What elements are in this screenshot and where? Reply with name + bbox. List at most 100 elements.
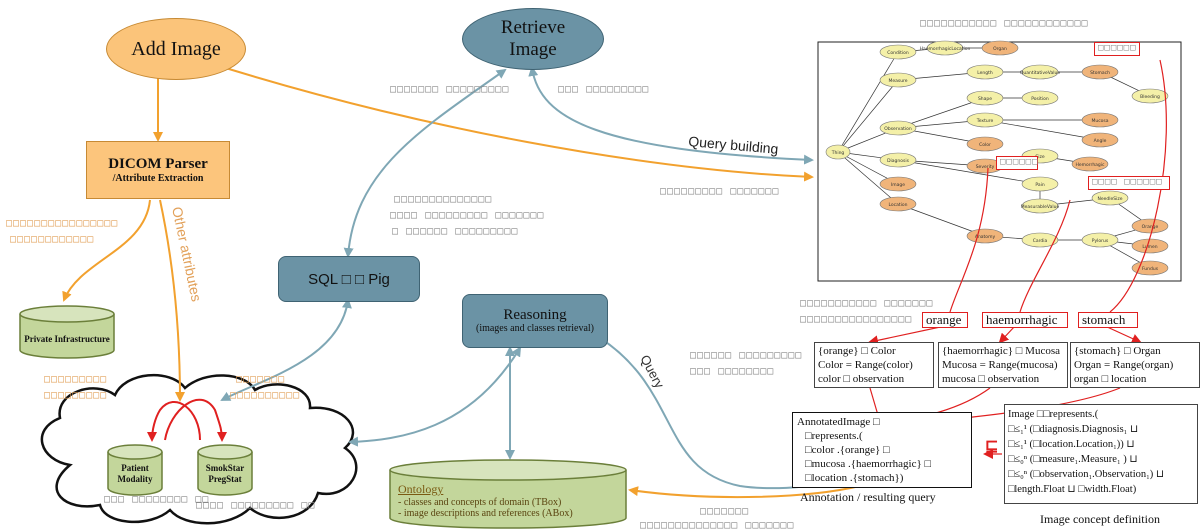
- dicom-parser-title: DICOM Parser: [108, 156, 208, 172]
- graph-node-c2: [981, 40, 1019, 56]
- query-label: Query: [637, 352, 667, 391]
- graph-node-label-o5: Hemorrhagic: [1075, 162, 1105, 168]
- graph-node-c4: [1021, 64, 1059, 80]
- graph-node-label-o10: Cardia: [1033, 238, 1048, 244]
- edge-annotation-to-ontology: [628, 485, 861, 499]
- def-orange-line-2: Color = Range(color): [818, 359, 913, 371]
- annotated-line-4: □mucosa .{haemorrhagic} □: [805, 458, 932, 470]
- graph-node-o1: [1081, 112, 1119, 128]
- graph-node-label-o7: Orange: [1142, 224, 1159, 230]
- def-stomach-line-3: organ □ location: [1074, 373, 1147, 385]
- graph-node-c10: [1021, 176, 1059, 192]
- graph-node-n1: [879, 44, 917, 60]
- image-concept-box: Image □□represents.( □≤₁¹ (□diagnosis.Di…: [1004, 404, 1198, 504]
- graph-node-label-c6: Texture: [976, 118, 994, 124]
- graph-node-o3: [1081, 64, 1119, 80]
- graph-node-label-c8: Severity: [976, 164, 995, 170]
- edge-graph-stomach: [1109, 59, 1167, 313]
- bottom-caption-1: □□□□□□□: [700, 506, 750, 517]
- def-haem-line-1: {haemorrhagic} □ Mucosa: [942, 345, 1060, 357]
- graph-callout-2: □□□□□□: [996, 156, 1038, 170]
- graph-node-label-c3: Length: [977, 70, 993, 76]
- annotated-line-3: □color .{orange} □: [805, 444, 890, 456]
- def-haem-line-3: mucosa □ observation: [942, 373, 1040, 385]
- patient-modality-label: Patient Modality: [117, 463, 153, 484]
- cloud-bottom-caption-2: □□□□ □□□□□□□□□ □□: [196, 500, 316, 511]
- graph-node-c3: [966, 64, 1004, 80]
- graph-node-label-o11: Pylorus: [1092, 238, 1109, 244]
- graph-node-c12: [1091, 190, 1129, 206]
- graph-node-n5: [879, 176, 917, 192]
- graph-node-label-o8: Lumen: [1142, 244, 1157, 250]
- def-stomach-line-1: {stomach} □ Organ: [1074, 345, 1161, 357]
- graph-node-label-c7: Color: [979, 142, 991, 148]
- ontology-line-2: - image descriptions and references (ABo…: [398, 508, 573, 519]
- graph-node-label-o3: Stomach: [1090, 70, 1110, 76]
- retrieve-image-label: Retrieve Image: [500, 17, 566, 60]
- graph-node-n3: [879, 120, 917, 136]
- graph-edge: [897, 203, 986, 237]
- term-orange: orange: [926, 312, 962, 327]
- def-stomach-line-2: Organ = Range(organ): [1074, 359, 1174, 371]
- graph-node-label-c10: Pain: [1035, 182, 1045, 188]
- defs-caption-2: □□□ □□□□□□□□: [690, 366, 775, 377]
- dicom-left-caption-1: □□□□□□□□□□□□□□□□: [6, 218, 119, 229]
- graph-node-label-c11: MeasurableValue: [1021, 204, 1060, 210]
- graph-node-label-o6: Position: [1031, 96, 1049, 102]
- term-stomach: stomach: [1082, 312, 1126, 327]
- graph-edge: [837, 79, 899, 153]
- graph-node-o11: [1081, 232, 1119, 248]
- graph-node-o6: [1021, 90, 1059, 106]
- graph-node-label-root: Thing: [831, 150, 845, 156]
- image-concept-line-1: Image □□represents.(: [1008, 409, 1099, 420]
- ontology-line-1: - classes and concepts of domain (TBox): [398, 497, 562, 508]
- graph-node-c1: [926, 40, 964, 56]
- term-stomach-box: stomach: [1078, 312, 1138, 328]
- image-concept-line-6: □length.Float ⊔ □width.Float): [1008, 484, 1137, 495]
- dicom-parser-node: DICOM Parser /Attribute Extraction: [86, 141, 230, 199]
- cloud-right-caption-1: □□□□□□□: [236, 374, 286, 385]
- graph-callout-3-text: □□□□ □□□□□□: [1092, 177, 1163, 187]
- patient-modality-cylinder: [107, 444, 163, 496]
- center-caption-1: □□□□□□□□□□□□□□: [394, 194, 493, 205]
- graph-callout-3: □□□□ □□□□□□: [1088, 176, 1170, 190]
- bottom-caption-2: □□□□□□□□□□□□□□ □□□□□□□: [640, 520, 795, 531]
- def-orange-line-1: {orange} □ Color: [818, 345, 896, 357]
- graph-node-label-o1: Mucosa: [1091, 118, 1108, 124]
- private-infrastructure-label: Private Infrastructure: [24, 333, 110, 344]
- edge-term-def-2: [998, 325, 1016, 344]
- edge-retrieve-sql: [343, 68, 507, 258]
- graph-node-label-c9: Size: [1035, 154, 1044, 160]
- annotated-line-2: □represents.(: [805, 430, 863, 442]
- reasoning-node: Reasoning (images and classes retrieval): [462, 294, 608, 348]
- annotated-line-5: □location .{stomach}): [805, 472, 904, 484]
- image-concept-line-2: □≤₁¹ (□diagnosis.Diagnosis₁ ⊔: [1008, 424, 1139, 435]
- def-haem-box: {haemorrhagic} □ Mucosa Mucosa = Range(m…: [938, 342, 1068, 388]
- edge-graph-orange: [949, 167, 989, 313]
- sql-pig-node: SQL □ □ Pig: [278, 256, 420, 302]
- retrieve-image-node: Retrieve Image: [462, 8, 604, 70]
- term-orange-box: orange: [922, 312, 968, 328]
- graph-callout-2-text: □□□□□□: [1000, 157, 1039, 167]
- graph-node-label-c12: NeedleSize: [1097, 196, 1122, 202]
- graph-node-o2: [1081, 132, 1119, 148]
- def-haem-line-2: Mucosa = Range(mucosa): [942, 359, 1058, 371]
- terms-caption-2: □□□□□□□□□□□□□□□□: [800, 314, 913, 325]
- smokstar-cylinder: [197, 444, 253, 496]
- edge-red-1: [164, 398, 227, 442]
- reasoning-title: Reasoning: [503, 307, 567, 323]
- graph-node-label-c2: Organ: [993, 46, 1007, 52]
- graph-callout-1-text: □□□□□□: [1098, 43, 1137, 53]
- terms-caption-1: □□□□□□□□□□□ □□□□□□□: [800, 298, 934, 309]
- dicom-left-caption-2: □□□□□□□□□□□□: [10, 234, 95, 245]
- annotated-image-box: AnnotatedImage □ □represents.( □color .{…: [792, 412, 972, 488]
- edge-dicom-to-private: [62, 199, 151, 302]
- private-infrastructure-cylinder: [19, 305, 115, 359]
- panel-left-caption: □□□□□□□□□ □□□□□□□: [660, 186, 780, 197]
- private-infrastructure-label-wrap: Private Infrastructure: [24, 326, 110, 352]
- edge-term-def-1: [868, 325, 946, 346]
- graph-node-label-n1: Condition: [887, 50, 909, 56]
- graph-edge: [837, 151, 899, 205]
- retrieve-left-caption: □□□□□□□ □□□□□□□□□: [390, 84, 510, 95]
- graph-node-label-n3: Observation: [884, 126, 912, 132]
